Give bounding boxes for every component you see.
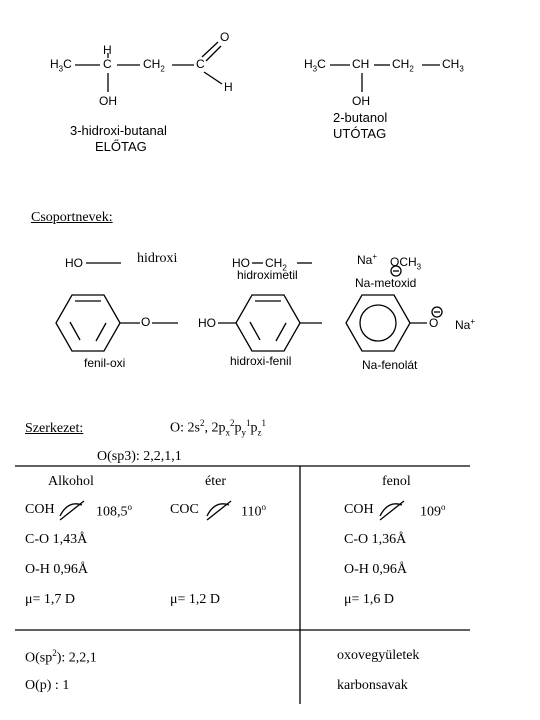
alcohol-co-bond: C-O 1,43Å [25,532,88,547]
name-tag-suffix: UTÓTAG [333,126,387,141]
o-sp2-hybridization: O(sp2): 2,2,1 [25,648,97,666]
atom-ch2: CH2 [265,256,287,273]
group-name: hidroxi-fenil [230,354,292,368]
group-name: Na-metoxid [355,276,417,290]
atom-oh: OH [99,94,117,108]
alcohol-angle-value: 108,5o [96,502,132,520]
atom-c: C [103,57,112,71]
phenol-angle-label: COH [344,502,374,517]
atom-aldehyde-h: H [224,80,233,94]
o-sp3-hybridization: O(sp3): 2,2,1,1 [97,449,182,464]
o-p-orbital: O(p) : 1 [25,678,70,693]
column-header-ether: éter [205,474,226,489]
phenol-dipole: μ= 1,6 D [344,592,395,607]
atom-ho: HO [65,256,83,270]
phenol-oh-bond: O-H 0,96Å [344,562,407,577]
oxo-compounds-label: oxovegyületek [337,648,420,663]
atom-o: O [429,316,439,330]
atom-och3: OCH3 [390,255,422,272]
atom-na: Na+ [455,317,476,332]
atom-h3c: H3C [50,57,72,74]
atom-carbonyl-c: C [196,57,205,71]
atom-h: H [103,43,112,57]
alcohol-oh-bond: O-H 0,96Å [25,562,88,577]
atom-ho: HO [232,256,250,270]
column-header-phenol: fenol [382,474,411,489]
section-title-structure: Szerkezet: [25,421,84,436]
atom-o: O [220,30,230,44]
atom-ch: CH [352,57,370,71]
compound-name: 3-hidroxi-butanal [70,123,167,138]
group-name: hidroxi [137,251,178,266]
atom-oh: OH [352,94,370,108]
atom-ho: HO [198,316,216,330]
ether-dipole: μ= 1,2 D [170,592,221,607]
atom-o: O [141,315,151,329]
atom-ch3: CH3 [442,57,464,74]
electron-configuration: O: 2s2, 2px2py1pz1 [170,418,266,438]
group-name: fenil-oxi [84,356,126,370]
column-header-alcohol: Alkohol [48,474,94,489]
phenol-co-bond: C-O 1,36Å [344,532,407,547]
ether-angle-value: 110o [241,502,266,520]
phenol-angle-value: 109o [420,502,446,520]
atom-ch2: CH2 [392,57,414,74]
group-name: Na-fenolát [362,358,418,372]
compound-name: 2-butanol [333,110,388,125]
section-title-groups: Csoportnevek: [31,210,113,225]
alcohol-dipole: μ= 1,7 D [25,592,76,607]
atom-h3c: H3C [304,57,326,74]
name-tag-prefix: ELŐTAG [95,139,147,154]
alcohol-angle-label: COH [25,502,55,517]
group-name: hidroximetil [237,268,298,282]
ether-angle-label: COC [170,502,199,517]
atom-ch2: CH2 [143,57,165,74]
carboxylic-acids-label: karbonsavak [337,678,408,693]
atom-na: Na+ [357,252,378,267]
